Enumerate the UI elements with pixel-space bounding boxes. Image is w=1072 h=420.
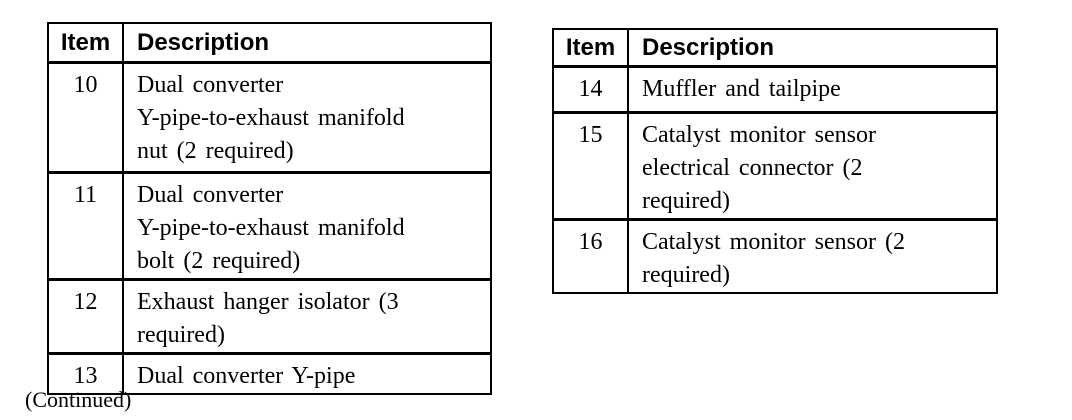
item-description: Dual converter Y-pipe-to-exhaust manifol… bbox=[137, 72, 405, 164]
item-number: 11 bbox=[49, 174, 124, 278]
parts-table-items-14-16: Item Description 14 Muffler and tailpipe… bbox=[552, 28, 998, 294]
item-number: 10 bbox=[49, 64, 124, 171]
table-row: 15 Catalyst monitor sensor electrical co… bbox=[554, 114, 996, 221]
item-description: Dual converter Y-pipe-to-exhaust manifol… bbox=[137, 182, 405, 274]
column-header-item: Item bbox=[49, 24, 124, 61]
item-description: Exhaust hanger isolator (3 required) bbox=[137, 289, 399, 348]
table-row: 10 Dual converter Y-pipe-to-exhaust mani… bbox=[49, 64, 490, 174]
table-row: 14 Muffler and tailpipe bbox=[554, 68, 996, 114]
item-number: 13 bbox=[49, 355, 124, 393]
table-row: 16 Catalyst monitor sensor (2 required) bbox=[554, 221, 996, 292]
item-number: 16 bbox=[554, 221, 629, 292]
item-description: Dual converter Y-pipe bbox=[137, 363, 356, 389]
column-header-description: Description bbox=[642, 34, 775, 61]
item-number: 14 bbox=[554, 68, 629, 111]
table-header-row: Item Description bbox=[554, 30, 996, 68]
column-header-description: Description bbox=[137, 29, 270, 56]
item-description: Catalyst monitor sensor electrical conne… bbox=[642, 122, 876, 214]
item-description: Muffler and tailpipe bbox=[642, 76, 841, 102]
table-header-row: Item Description bbox=[49, 24, 490, 64]
table-row: 12 Exhaust hanger isolator (3 required) bbox=[49, 281, 490, 355]
table-row: 11 Dual converter Y-pipe-to-exhaust mani… bbox=[49, 174, 490, 281]
item-description: Catalyst monitor sensor (2 required) bbox=[642, 229, 905, 288]
item-number: 15 bbox=[554, 114, 629, 218]
column-header-item: Item bbox=[554, 30, 629, 65]
parts-table-items-10-13: Item Description 10 Dual converter Y-pip… bbox=[47, 22, 492, 395]
continued-note: (Continued) bbox=[25, 387, 132, 412]
item-number: 12 bbox=[49, 281, 124, 352]
table-row: 13 Dual converter Y-pipe bbox=[49, 355, 490, 393]
